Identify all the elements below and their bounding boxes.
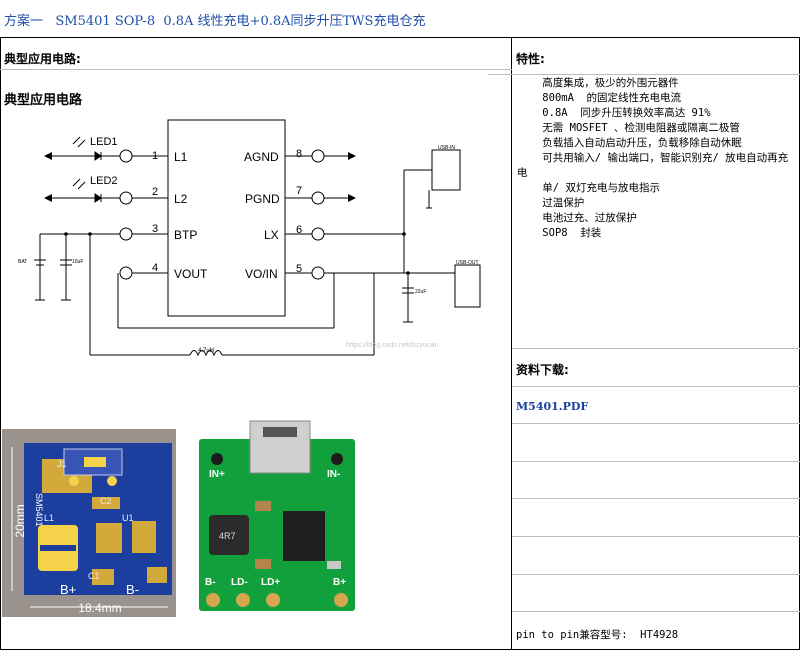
usb-out-label: USB-OUT bbox=[456, 260, 479, 266]
pcb-width-label: 18.4mm bbox=[78, 601, 121, 615]
pin-name: VO/IN bbox=[245, 267, 278, 281]
features-header: 特性: bbox=[516, 52, 545, 66]
led1-diode bbox=[94, 151, 102, 161]
pcb-label: C2 bbox=[100, 496, 112, 506]
pcb-layout-image: J1 C2 U1 L1 C1 B+ B- SM5401 20mm 18.4mm bbox=[2, 429, 176, 617]
row-divider bbox=[512, 386, 800, 387]
pin-pad bbox=[311, 191, 325, 205]
cap-in-label: 10uF bbox=[72, 259, 83, 265]
features-list: 高度集成，极少的外围元器件 800mA 的固定线性充电电流 0.8A 同步升压转… bbox=[517, 76, 797, 241]
cap-out-label: 22uF bbox=[415, 289, 426, 295]
ic-body bbox=[167, 119, 286, 317]
pin-number: 7 bbox=[296, 185, 302, 197]
inductor-coil bbox=[189, 350, 223, 357]
pin-number: 2 bbox=[152, 186, 158, 198]
pin-name: LX bbox=[264, 228, 279, 242]
row-divider bbox=[512, 423, 800, 424]
pin-number: 8 bbox=[296, 148, 302, 160]
pcb-photo-label: B+ bbox=[333, 577, 346, 588]
right-header-divider bbox=[488, 74, 800, 75]
inductor bbox=[209, 515, 249, 555]
pcb-label: J1 bbox=[57, 459, 67, 469]
pin-number: 1 bbox=[152, 150, 158, 162]
pcb-photo-label: IN- bbox=[327, 469, 340, 480]
pin-pad bbox=[119, 191, 133, 205]
pin-number: 3 bbox=[152, 223, 158, 235]
table-bottom-border bbox=[0, 649, 800, 650]
pcb-label: B+ bbox=[60, 582, 76, 597]
led2-label: LED2 bbox=[90, 175, 118, 187]
row-divider bbox=[512, 498, 800, 499]
pcb-photo-image: IN+ IN- B- LD- LD+ B+ 4R7 bbox=[195, 419, 360, 614]
pin-name: PGND bbox=[245, 192, 280, 206]
feature-item: 0.8A 同步升压转换效率高达 91% bbox=[517, 107, 711, 119]
feature-item: 可共用输入/ 输出端口，智能识别充/ 放电自动再充电 bbox=[517, 152, 789, 179]
led2-diode bbox=[94, 193, 102, 203]
pin-name: L2 bbox=[174, 192, 188, 206]
pin-name: BTP bbox=[174, 228, 197, 242]
feature-item: 单/ 双灯充电与放电指示 bbox=[517, 182, 660, 194]
pcb-chip-label: SM5401 bbox=[34, 493, 44, 527]
feature-item: 过温保护 bbox=[517, 197, 585, 209]
pin-name: AGND bbox=[244, 150, 279, 164]
pcb-photo-label: B- bbox=[205, 577, 216, 588]
pin-pad bbox=[311, 149, 325, 163]
table-left-border bbox=[0, 37, 1, 650]
feature-item: 负载插入自动启动升压，负载移除自动休眠 bbox=[517, 137, 742, 149]
table-top-border bbox=[0, 37, 800, 38]
circuit-subheader: 典型应用电路 bbox=[4, 93, 83, 108]
usb-out-connector bbox=[454, 264, 481, 308]
feature-item: 无需 MOSFET 、检测电阻器或隔离二极管 bbox=[517, 122, 740, 134]
row-divider bbox=[512, 574, 800, 575]
feature-item: 电池过充、过放保护 bbox=[517, 212, 637, 224]
pin-pad bbox=[119, 149, 133, 163]
pin-number: 5 bbox=[296, 263, 302, 275]
pcb-board bbox=[199, 439, 355, 611]
inductor-label: 4.7uH bbox=[198, 348, 214, 354]
pin-number: 4 bbox=[152, 262, 158, 274]
pcb-photo-label: 4R7 bbox=[219, 531, 236, 541]
ic-chip bbox=[283, 511, 325, 561]
pcb-height-label: 20mm bbox=[13, 504, 27, 537]
pcb-photo-label: LD- bbox=[231, 577, 248, 588]
pin-pad bbox=[311, 266, 325, 280]
pin-number: 6 bbox=[296, 224, 302, 236]
usb-in-connector bbox=[431, 149, 461, 191]
pin-pad bbox=[119, 266, 133, 280]
pin-name: L1 bbox=[174, 150, 188, 164]
compat-text: pin to pin兼容型号: HT4928 bbox=[516, 629, 679, 641]
row-divider bbox=[512, 536, 800, 537]
usb-in-label: USB-IN bbox=[438, 145, 455, 151]
pin-name: VOUT bbox=[174, 267, 208, 281]
feature-item: 高度集成，极少的外围元器件 bbox=[517, 77, 679, 89]
download-link[interactable]: M5401.PDF bbox=[516, 400, 589, 413]
pin-pad bbox=[311, 227, 325, 241]
row-divider bbox=[512, 611, 800, 612]
row-divider bbox=[512, 348, 800, 349]
pcb-label: L1 bbox=[44, 513, 54, 523]
table-column-divider bbox=[511, 37, 512, 650]
led1-label: LED1 bbox=[90, 136, 118, 148]
pcb-photo-label: IN+ bbox=[209, 469, 225, 480]
pcb-label: B- bbox=[126, 582, 139, 597]
circuit-schematic: 1 L1 2 L2 3 BTP 4 VOUT 8 AGND 7 PGND 6 L… bbox=[18, 119, 481, 357]
pcb-label: C1 bbox=[88, 571, 100, 581]
row-divider bbox=[512, 461, 800, 462]
battery-label: BAT bbox=[18, 259, 27, 265]
pcb-label: U1 bbox=[122, 513, 134, 523]
download-header: 资料下载: bbox=[516, 363, 569, 377]
pin-pad bbox=[119, 227, 133, 241]
feature-item: 800mA 的固定线性充电电流 bbox=[517, 92, 682, 104]
left-header-divider bbox=[0, 69, 512, 70]
left-header: 典型应用电路: bbox=[4, 52, 81, 66]
feature-item: SOP8 封装 bbox=[517, 227, 602, 239]
watermark: https://blog.csdn.net/txzyucan bbox=[346, 342, 438, 349]
pcb-photo-label: LD+ bbox=[261, 577, 280, 588]
page-title: 方案一 SM5401 SOP-8 0.8A 线性充电+0.8A同步升压TWS充电… bbox=[4, 14, 426, 29]
